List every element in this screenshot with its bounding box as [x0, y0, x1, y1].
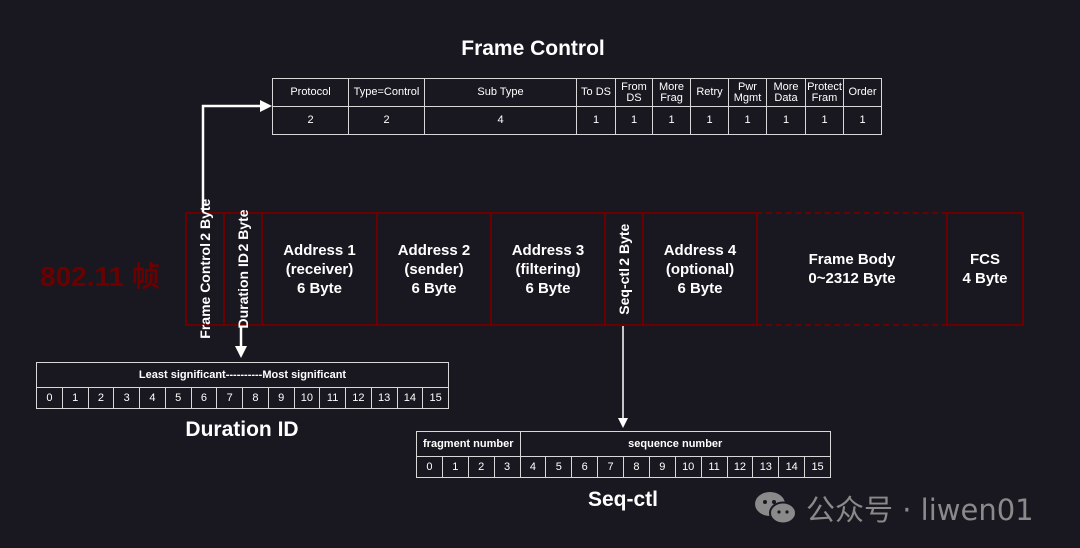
field-size: 6 Byte: [296, 279, 342, 297]
frame-control-value-cell: 1: [766, 106, 806, 135]
field-role: (receiver): [285, 260, 354, 278]
field-size: 2 Byte: [234, 209, 251, 252]
field-name: FCS: [970, 251, 1000, 268]
duration-bit-cell: 9: [267, 387, 295, 409]
frame-control-value-cell: 2: [348, 106, 425, 135]
field-role: (optional): [665, 260, 735, 278]
seq-ctl-bit-cell: 13: [752, 456, 780, 478]
field-size: 6 Byte: [411, 279, 457, 297]
duration-id-title: Duration ID: [185, 418, 299, 441]
frame-control-header-cell: Protocol: [272, 78, 349, 107]
duration-bit-cell: 5: [164, 387, 192, 409]
frame-control-value-cell: 1: [805, 106, 844, 135]
field-fcs: FCS 4 Byte: [946, 212, 1024, 326]
field-address-3: Address 3(filtering)6 Byte: [490, 212, 606, 326]
field-name: Address 4: [663, 241, 737, 259]
duration-bit-cell: 2: [87, 387, 115, 409]
seq-ctl-bit-cell: 14: [778, 456, 806, 478]
seq-ctl-bit-cell: 5: [545, 456, 573, 478]
frame-control-value-cell: 1: [652, 106, 691, 135]
seq-ctl-title: Seq-ctl: [587, 488, 659, 511]
duration-bit-cell: 13: [370, 387, 398, 409]
sequence-number-header: sequence number: [519, 431, 831, 457]
field-name: Duration ID: [234, 253, 251, 329]
frame-control-title: Frame Control: [461, 37, 605, 60]
field-size: 4 Byte: [962, 270, 1008, 287]
duration-header: Least significant----------Most signific…: [36, 362, 449, 388]
frame-control-header-cell: Sub Type: [424, 78, 577, 107]
field-size: 6 Byte: [525, 279, 571, 297]
frame-control-header-cell: More Frag: [652, 78, 691, 107]
seq-ctl-bit-cell: 11: [700, 456, 728, 478]
duration-bit-cell: 12: [345, 387, 372, 409]
frame-control-header-cell: More Data: [766, 78, 806, 107]
frame-control-value-cell: 1: [843, 106, 882, 135]
seq-ctl-bit-cell: 0: [416, 456, 443, 478]
seq-ctl-bit-cell: 8: [623, 456, 650, 478]
seq-ctl-bit-cell: 3: [493, 456, 521, 478]
field-size: 0~2312 Byte: [808, 270, 896, 287]
seq-ctl-bit-cell: 6: [571, 456, 599, 478]
frame-control-value-cell: 2: [272, 106, 349, 135]
field-name: Frame Body: [808, 251, 896, 268]
field-size: 2 Byte: [615, 223, 632, 266]
frame-control-value-cell: 1: [576, 106, 616, 135]
duration-bit-cell: 1: [61, 387, 89, 409]
seq-ctl-bit-cell: 7: [597, 456, 624, 478]
frame-control-header-cell: Pwr Mgmt: [728, 78, 767, 107]
field-role: (sender): [404, 260, 464, 278]
frame-control-value-cell: 1: [615, 106, 653, 135]
frame-control-header-cell: Order: [843, 78, 882, 107]
seq-ctl-bit-cell: 10: [674, 456, 702, 478]
duration-bit-cell: 11: [319, 387, 346, 409]
field-name: Address 3: [511, 241, 585, 259]
watermark: 公众号 · liwen01: [754, 487, 1034, 529]
field-role: (filtering): [515, 260, 581, 278]
field-address-4: Address 4(optional)6 Byte: [642, 212, 758, 326]
frame-control-header-cell: From DS: [615, 78, 653, 107]
duration-bit-cell: 6: [190, 387, 218, 409]
duration-bit-cell: 3: [113, 387, 140, 409]
duration-bit-cell: 8: [242, 387, 269, 409]
seq-ctl-bit-cell: 9: [648, 456, 676, 478]
wechat-icon: [755, 492, 797, 525]
frame-control-header-cell: To DS: [576, 78, 616, 107]
field-address-1: Address 1(receiver)6 Byte: [261, 212, 378, 326]
duration-bit-cell: 4: [139, 387, 166, 409]
field-name: Address 2: [397, 241, 471, 259]
seq-ctl-bit-cell: 2: [467, 456, 495, 478]
seq-ctl-bit-cell: 1: [441, 456, 469, 478]
duration-bit-cell: 0: [36, 387, 63, 409]
frame-control-header-cell: Retry: [690, 78, 729, 107]
duration-bit-cell: 10: [293, 387, 321, 409]
field-name: Address 1: [283, 241, 356, 259]
field-name: Frame Control: [196, 243, 213, 339]
seq-ctl-bit-cell: 15: [804, 456, 831, 478]
watermark-text: 公众号 · liwen01: [806, 493, 1034, 527]
frame-control-value-cell: 4: [424, 106, 577, 135]
field-address-2: Address 2(sender)6 Byte: [376, 212, 492, 326]
fragment-number-header: fragment number: [416, 431, 521, 457]
field-frame-body: Frame Body 0~2312 Byte: [756, 212, 948, 326]
field-name: Seq-ctl: [615, 267, 632, 315]
field-size: 6 Byte: [677, 279, 723, 297]
seq-ctl-bit-cell: 12: [726, 456, 754, 478]
field-size: 2 Byte: [196, 199, 213, 242]
duration-bit-cell: 14: [396, 387, 424, 409]
frame-control-value-cell: 1: [690, 106, 729, 135]
frame-control-value-cell: 1: [728, 106, 767, 135]
frame-label: 802.11 帧: [40, 261, 160, 292]
frame-control-header-cell: Protect Fram: [805, 78, 844, 107]
duration-bit-cell: 15: [422, 387, 449, 409]
frame-control-header-cell: Type=Control: [348, 78, 425, 107]
duration-id-table: Least significant----------Most signific…: [36, 362, 449, 409]
duration-bit-cell: 7: [216, 387, 243, 409]
seq-ctl-bit-cell: 4: [519, 456, 547, 478]
